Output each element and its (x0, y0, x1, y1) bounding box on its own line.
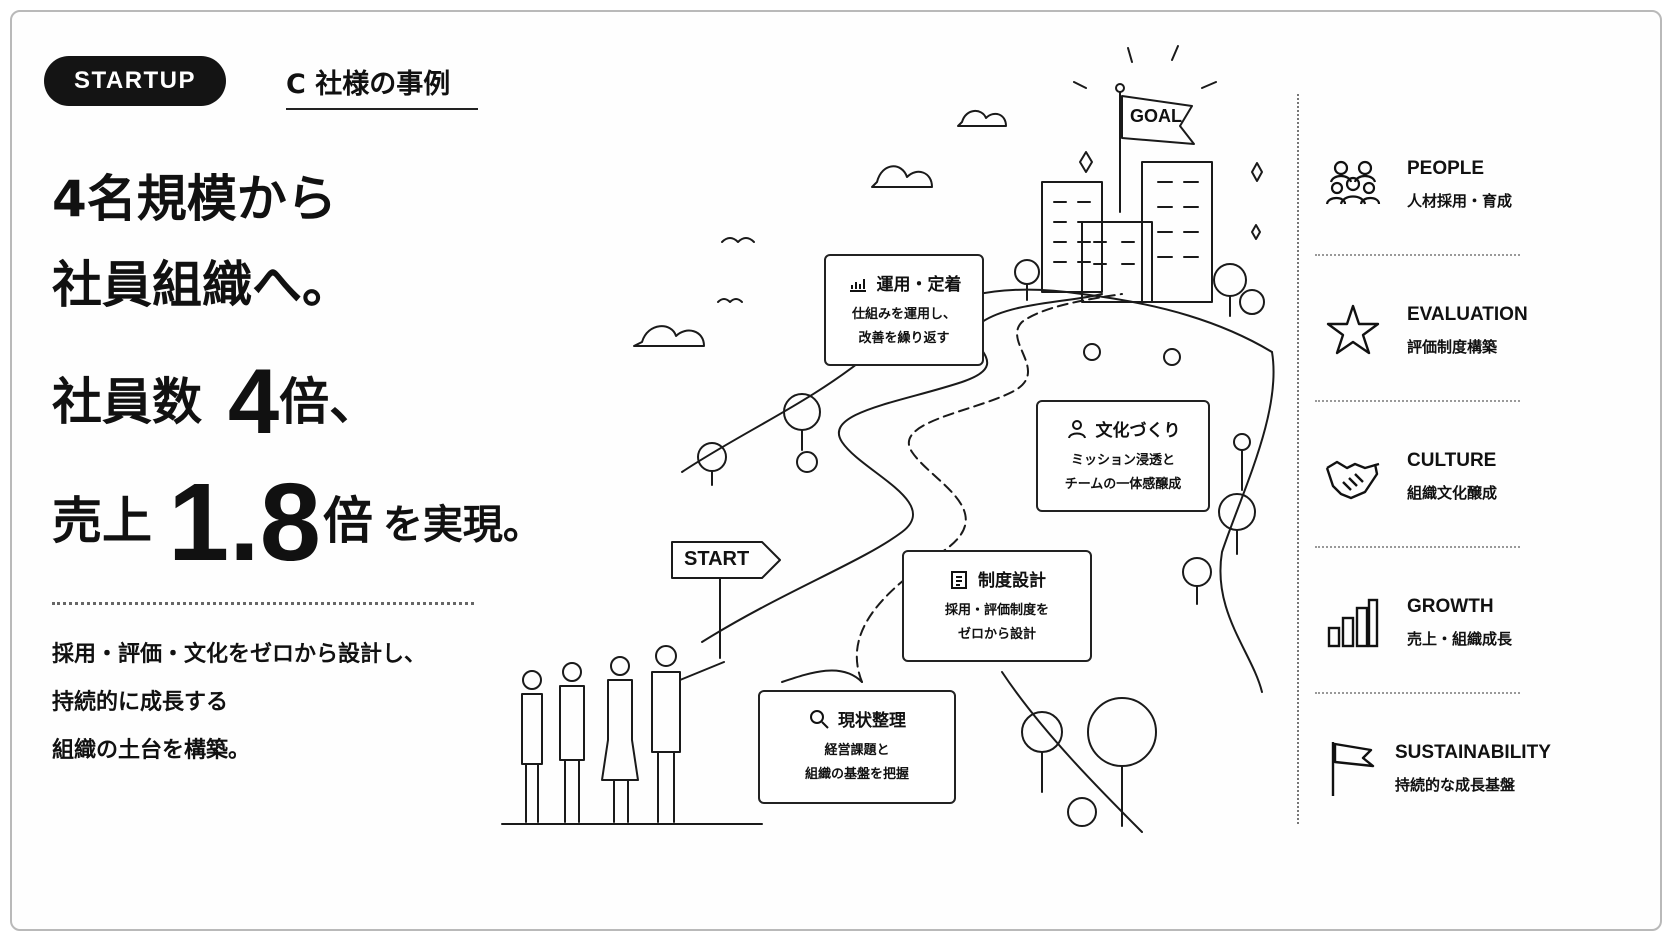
start-label: START (684, 548, 750, 570)
feature-growth: GROWTH 売上・組織成長 (1315, 582, 1535, 702)
flag-icon (1331, 742, 1375, 796)
chart-icon (849, 278, 866, 292)
handshake-icon (1325, 460, 1380, 500)
clipboard-icon (951, 570, 967, 589)
person-icon (1067, 419, 1086, 438)
left-divider (52, 602, 474, 605)
startup-badge: STARTUP (44, 56, 226, 106)
sign-current-state: 現状整理 経営課題と 組織の基盤を把握 (758, 690, 956, 804)
headline-sales-label: 売上 (52, 492, 152, 550)
people-icon (1325, 160, 1381, 205)
feature-column-line (1297, 94, 1299, 824)
sign-culture-desc-2: チームの一体感醸成 (1064, 477, 1182, 492)
feature-sustainability: SUSTAINABILITY 持続的な成長基盤 (1315, 728, 1551, 848)
headline-line-1: 4名規模から (52, 170, 337, 228)
headline-sales-suffix: 倍 (322, 492, 373, 550)
feature-divider (1315, 692, 1520, 694)
feature-evaluation-title: EVALUATION (1407, 304, 1528, 325)
headline-sales-tail: を実現。 (382, 502, 543, 548)
sign-current-state-title: 現状整理 (838, 711, 906, 731)
sign-system-design: 制度設計 採用・評価制度を ゼロから設計 (902, 550, 1092, 662)
sign-culture: 文化づくり ミッション浸透と チームの一体感醸成 (1036, 400, 1210, 512)
sign-culture-desc-1: ミッション浸透と (1070, 453, 1175, 468)
headline-employees-label: 社員数 (52, 373, 202, 431)
feature-divider (1315, 546, 1520, 548)
sign-operation: 運用・定着 仕組みを運用し、 改善を繰り返す (824, 254, 984, 366)
bar-chart-icon (1327, 598, 1379, 648)
feature-divider (1315, 254, 1520, 256)
hill-road-drawing (501, 45, 1275, 833)
feature-evaluation: EVALUATION 評価制度構築 (1315, 290, 1535, 410)
sign-current-state-desc-1: 経営課題と (824, 743, 890, 758)
feature-culture-title: CULTURE (1407, 450, 1497, 471)
magnifier-icon (810, 709, 829, 729)
sign-operation-desc-2: 改善を繰り返す (858, 331, 950, 346)
star-icon (1326, 304, 1380, 355)
feature-column: PEOPLE 人材採用・育成 EVALUATION 評価制度構築 CULTURE… (1297, 94, 1551, 824)
description-line-1: 採用・評価・文化をゼロから設計し、 (52, 642, 427, 667)
feature-people-sub: 人材採用・育成 (1407, 192, 1513, 210)
sign-system-design-desc-1: 採用・評価制度を (944, 603, 1049, 618)
feature-evaluation-sub: 評価制度構築 (1407, 338, 1498, 356)
sign-current-state-desc-2: 組織の基盤を把握 (804, 767, 909, 782)
feature-growth-sub: 売上・組織成長 (1407, 630, 1513, 648)
headline-employees-multiplier: 4 (228, 351, 280, 453)
case-title: C 社様の事例 (286, 62, 478, 110)
sign-system-design-title: 制度設計 (978, 571, 1046, 591)
sign-operation-desc-1: 仕組みを運用し、 (851, 307, 956, 322)
sign-culture-title: 文化づくり (1095, 421, 1181, 441)
feature-culture: CULTURE 組織文化醸成 (1315, 436, 1535, 556)
sign-system-design-desc-2: ゼロから設計 (957, 627, 1036, 642)
feature-people-title: PEOPLE (1407, 158, 1485, 179)
sign-operation-title: 運用・定着 (876, 275, 962, 295)
feature-people: PEOPLE 人材採用・育成 (1315, 144, 1535, 264)
feature-culture-sub: 組織文化醸成 (1407, 484, 1498, 502)
description-line-2: 持続的に成長する (52, 690, 229, 715)
description-line-3: 組織の土台を構築。 (52, 738, 251, 763)
headline-employees-suffix: 倍、 (279, 373, 380, 431)
feature-growth-title: GROWTH (1407, 596, 1494, 617)
headline-line-2: 社員組織へ。 (52, 256, 352, 314)
feature-divider (1315, 400, 1520, 402)
feature-sustainability-title: SUSTAINABILITY (1395, 742, 1551, 763)
feature-sustainability-sub: 持続的な成長基盤 (1395, 776, 1516, 794)
headline-sales-multiplier: 1.8 (168, 461, 321, 584)
goal-label: GOAL (1130, 106, 1182, 126)
journey-illustration: GOAL START 運用・定着 仕組みを運用し、 改善を繰り返す 文化づくり … (482, 32, 1302, 922)
